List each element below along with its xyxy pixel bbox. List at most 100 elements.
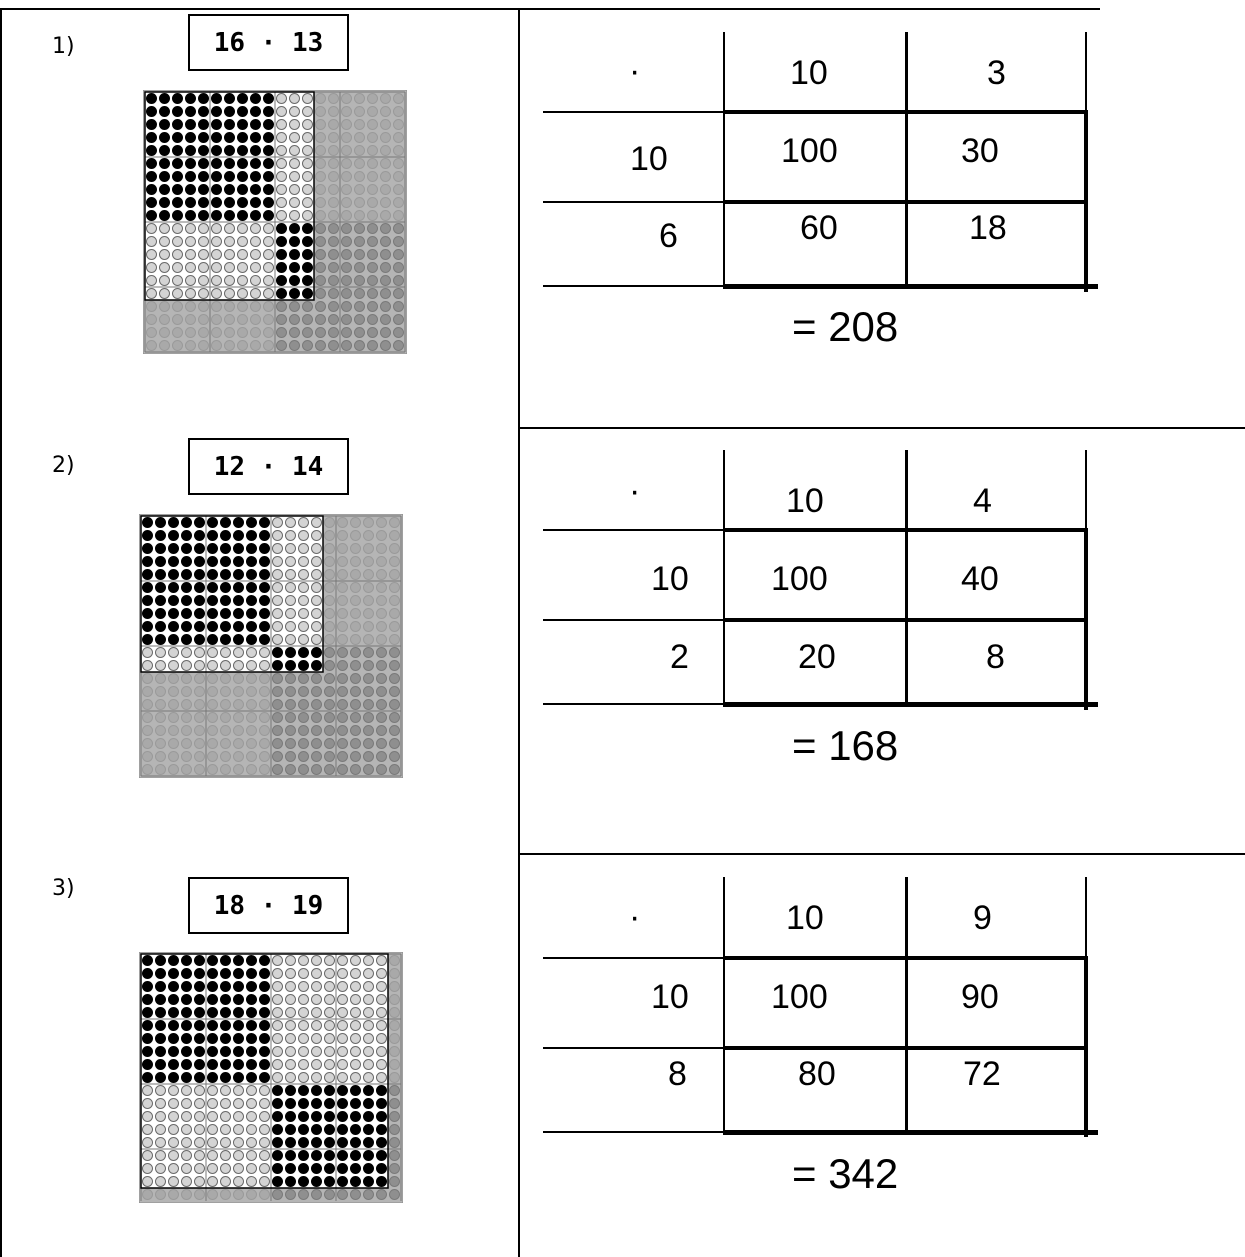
dot <box>181 543 192 554</box>
dot <box>363 569 374 580</box>
dot <box>194 608 205 619</box>
dot <box>194 543 205 554</box>
dot <box>272 1124 283 1135</box>
dot <box>224 262 235 273</box>
dot <box>198 249 209 260</box>
dot <box>354 184 365 195</box>
dot <box>389 647 400 658</box>
dot-array <box>139 952 403 1203</box>
dot <box>363 647 374 658</box>
dot <box>263 301 274 312</box>
dot <box>298 595 309 606</box>
dot <box>337 686 348 697</box>
dot <box>233 608 244 619</box>
dot <box>354 210 365 221</box>
dot <box>285 1085 296 1096</box>
dot <box>233 1072 244 1083</box>
dot <box>367 262 378 273</box>
dot <box>298 725 309 736</box>
dot <box>194 1046 205 1057</box>
dot <box>194 569 205 580</box>
dot <box>298 582 309 593</box>
dot <box>363 634 374 645</box>
dot <box>224 223 235 234</box>
dot <box>159 223 170 234</box>
dot <box>172 275 183 286</box>
dot <box>367 314 378 325</box>
dot <box>181 660 192 671</box>
dot <box>237 171 248 182</box>
dot <box>168 530 179 541</box>
dot-array-svg <box>139 952 403 1203</box>
dot <box>224 197 235 208</box>
dot <box>389 1085 400 1096</box>
dot <box>246 738 257 749</box>
dot <box>324 673 335 684</box>
dot <box>315 236 326 247</box>
table-vline-1 <box>723 450 725 706</box>
dot <box>389 1072 400 1083</box>
dot <box>367 158 378 169</box>
dot <box>168 556 179 567</box>
dot <box>142 647 153 658</box>
dot <box>246 569 257 580</box>
dot <box>142 1150 153 1161</box>
dot <box>172 197 183 208</box>
dot <box>350 994 361 1005</box>
dot <box>272 968 283 979</box>
dot <box>207 1033 218 1044</box>
dot <box>276 145 287 156</box>
dot <box>298 530 309 541</box>
dot <box>315 132 326 143</box>
dot <box>146 93 157 104</box>
dot <box>211 262 222 273</box>
dot <box>146 223 157 234</box>
dot <box>380 314 391 325</box>
dot <box>220 712 231 723</box>
dot <box>181 1059 192 1070</box>
dot <box>207 1059 218 1070</box>
dot <box>324 738 335 749</box>
dot <box>285 1111 296 1122</box>
table-vline-2 <box>905 877 908 1133</box>
dot <box>311 1085 322 1096</box>
dot <box>211 197 222 208</box>
dot <box>311 1072 322 1083</box>
dot <box>198 275 209 286</box>
dot <box>220 1020 231 1031</box>
dot <box>172 327 183 338</box>
dot <box>224 314 235 325</box>
dot <box>298 647 309 658</box>
dot <box>380 106 391 117</box>
dot <box>389 968 400 979</box>
dot <box>376 1059 387 1070</box>
dot <box>194 738 205 749</box>
col-header: 9 <box>973 899 992 937</box>
dot <box>207 1124 218 1135</box>
table-hline-2a <box>543 201 723 203</box>
operator-symbol: · <box>629 898 641 936</box>
dot <box>146 145 157 156</box>
dot <box>259 725 270 736</box>
dot <box>220 764 231 775</box>
dot <box>389 699 400 710</box>
dot <box>250 249 261 260</box>
dot <box>298 699 309 710</box>
dot <box>298 1007 309 1018</box>
dot <box>289 171 300 182</box>
col-header: 3 <box>987 54 1006 92</box>
dot <box>155 569 166 580</box>
result-text: = 208 <box>792 303 899 350</box>
col-header: 10 <box>786 482 824 520</box>
dot <box>142 543 153 554</box>
dot <box>220 569 231 580</box>
dot <box>350 1098 361 1109</box>
dot <box>211 236 222 247</box>
dot <box>185 275 196 286</box>
dot <box>220 981 231 992</box>
dot <box>168 1072 179 1083</box>
dot <box>207 994 218 1005</box>
dot <box>224 132 235 143</box>
dot <box>155 1046 166 1057</box>
dot <box>285 608 296 619</box>
